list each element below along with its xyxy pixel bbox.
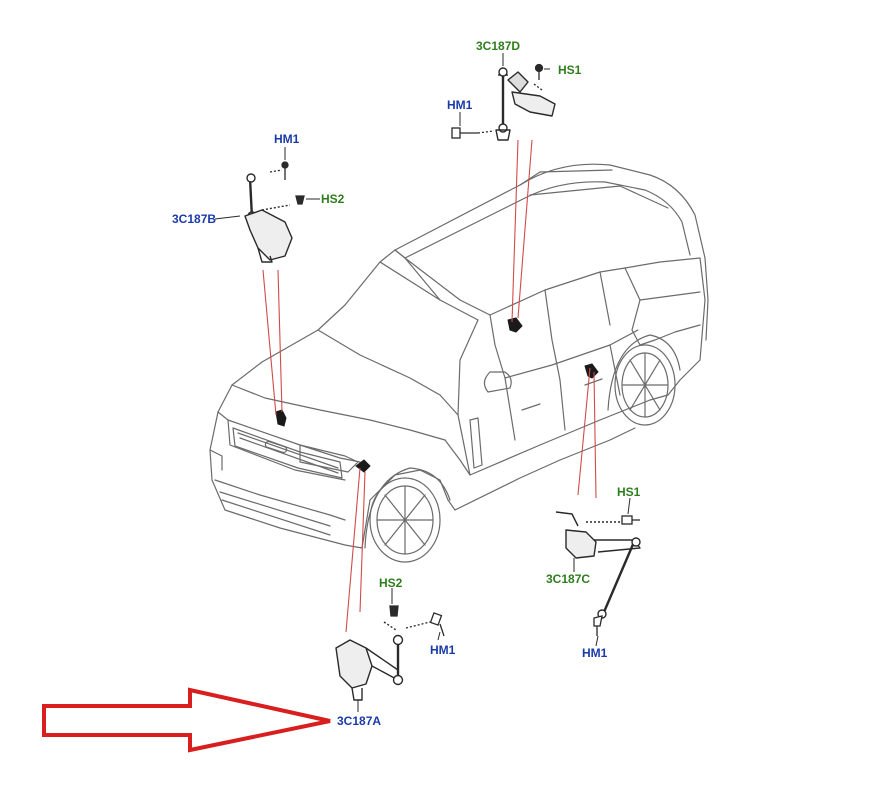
bolt-hm1-rear-left [593, 615, 603, 636]
label-hm1-rear-right: HM1 [447, 98, 473, 112]
screw-hs2-front-right [295, 195, 305, 205]
label-hs1-rear-right: HS1 [558, 63, 582, 77]
outline-arrow-right-icon [42, 687, 331, 753]
bolt-hm1-rear-right [451, 127, 495, 139]
label-hm1-front-left: HM1 [430, 643, 456, 657]
vehicle-sensor-markers [275, 317, 599, 473]
leader-lines [262, 139, 597, 633]
bolt-hm1-front-right [269, 161, 289, 180]
sensor-3c187c [555, 511, 641, 619]
label-hs2-front-left: HS2 [379, 576, 403, 590]
label-hm1-front-right: HM1 [274, 132, 300, 146]
screw-hs2-front-left [389, 605, 399, 617]
screw-hs1-rear-left [621, 515, 640, 525]
label-3c187c: 3C187C [546, 572, 591, 586]
label-pointers [214, 53, 631, 712]
sensor-3c187d [495, 67, 556, 141]
sensor-3c187b [244, 173, 293, 263]
label-hm1-rear-left: HM1 [582, 646, 608, 660]
sensor-3c187a [335, 621, 404, 701]
label-3c187a: 3C187A [337, 714, 382, 728]
label-hs1-rear-left: HS1 [617, 485, 641, 499]
label-hs2-front-right: HS2 [321, 192, 345, 206]
label-3c187d: 3C187D [476, 39, 521, 53]
vehicle-outline [209, 163, 709, 563]
bolt-hm1-front-left [405, 612, 445, 637]
label-3c187b: 3C187B [172, 212, 217, 226]
screw-hs1-rear-right [533, 63, 544, 91]
